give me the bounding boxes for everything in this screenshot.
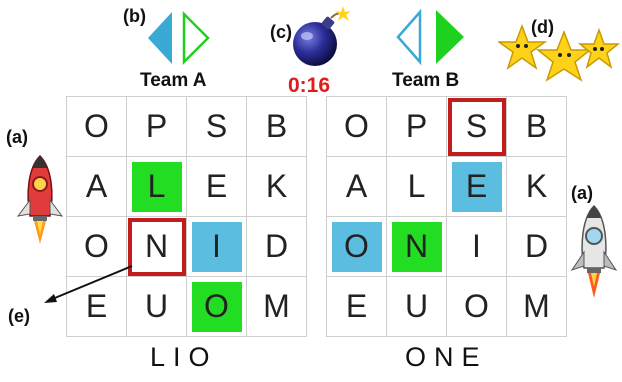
grid-cell[interactable]: E xyxy=(327,277,387,337)
grid-cell[interactable]: I xyxy=(447,217,507,277)
selected-tile-blue xyxy=(192,222,242,272)
selection-cursor xyxy=(128,218,186,276)
pointer-arrow-icon xyxy=(44,265,133,303)
grid-letter: S xyxy=(465,108,488,144)
label-e: (e) xyxy=(8,306,30,326)
right-arrow-filled-icon xyxy=(436,10,464,64)
grid-letter: S xyxy=(205,108,228,144)
grid-cell[interactable]: K xyxy=(247,157,307,217)
team-a-title: Team A xyxy=(140,70,207,91)
team-a-turn-arrows xyxy=(148,10,210,66)
selected-tile-green xyxy=(132,162,182,212)
grid-cell[interactable]: E xyxy=(447,157,507,217)
grid-letter: O xyxy=(344,108,369,144)
grid-cell[interactable]: U xyxy=(387,277,447,337)
grid-letter: E xyxy=(465,168,488,204)
selection-cursor xyxy=(448,98,506,156)
grid-letter: E xyxy=(85,288,108,324)
grid-cell[interactable]: O xyxy=(327,97,387,157)
grid-cell[interactable]: E xyxy=(187,157,247,217)
grid-cell[interactable]: M xyxy=(247,277,307,337)
team-b-title: Team B xyxy=(392,70,460,91)
grid-cell[interactable]: O xyxy=(327,217,387,277)
grid-cell[interactable]: D xyxy=(507,217,567,277)
grid-cell[interactable]: B xyxy=(247,97,307,157)
grid-letter: N xyxy=(404,228,429,264)
grid-letter: A xyxy=(345,168,368,204)
grid-letter: U xyxy=(404,288,429,324)
grid-letter: I xyxy=(212,228,221,264)
grid-cell[interactable]: D xyxy=(247,217,307,277)
grid-cell[interactable]: O xyxy=(187,277,247,337)
grid-letter: M xyxy=(263,288,290,324)
grid-cell[interactable]: O xyxy=(67,97,127,157)
silver-rocket-icon xyxy=(570,204,618,298)
red-rocket-icon xyxy=(16,154,64,244)
grid-cell[interactable]: S xyxy=(187,97,247,157)
grid-letter: L xyxy=(147,168,166,204)
grid-letter: E xyxy=(345,288,368,324)
grid-letter: E xyxy=(205,168,228,204)
grid-letter: K xyxy=(525,168,548,204)
grid-letter: O xyxy=(204,288,229,324)
grid-cell[interactable]: E xyxy=(67,277,127,337)
label-c: (c) xyxy=(270,22,292,42)
team-a-word: LIO xyxy=(150,342,218,372)
label-a-right: (a) xyxy=(571,183,593,203)
grid-letter: O xyxy=(464,288,489,324)
grid-cell[interactable]: O xyxy=(447,277,507,337)
team-b-word: ONE xyxy=(405,342,488,372)
grid-cell[interactable]: A xyxy=(67,157,127,217)
grid-cell[interactable]: U xyxy=(127,277,187,337)
selected-tile-green xyxy=(192,282,242,332)
selected-tile-blue xyxy=(332,222,382,272)
stars-icon xyxy=(498,23,620,82)
label-d: (d) xyxy=(531,17,554,37)
countdown-timer: 0:16 xyxy=(288,74,331,97)
selected-tile-blue xyxy=(452,162,502,212)
grid-letter: L xyxy=(407,168,426,204)
grid-cell[interactable]: N xyxy=(387,217,447,277)
grid-cell[interactable]: A xyxy=(327,157,387,217)
grid-letter: P xyxy=(405,108,428,144)
grid-letter: O xyxy=(84,108,109,144)
label-a-left: (a) xyxy=(6,127,28,147)
grid-letter: K xyxy=(265,168,288,204)
grid-letter: A xyxy=(85,168,108,204)
label-b: (b) xyxy=(123,6,146,26)
grid-letter: O xyxy=(84,228,109,264)
grid-cell[interactable]: N xyxy=(127,217,187,277)
grid-letter: D xyxy=(524,228,549,264)
grid-letter: N xyxy=(144,228,169,264)
grid-cell[interactable]: O xyxy=(67,217,127,277)
left-arrow-filled-icon xyxy=(148,12,172,64)
team-b-turn-arrows xyxy=(396,8,464,66)
grid-letter: I xyxy=(472,228,481,264)
grid-cell[interactable]: P xyxy=(387,97,447,157)
bomb-icon xyxy=(293,6,351,66)
selected-tile-green xyxy=(392,222,442,272)
grid-letter: P xyxy=(145,108,168,144)
grid-letter: B xyxy=(525,108,548,144)
grid-letter: O xyxy=(344,228,369,264)
grid-cell[interactable]: L xyxy=(127,157,187,217)
grid-cell[interactable]: B xyxy=(507,97,567,157)
left-arrow-outline-icon xyxy=(396,8,422,66)
grid-cell[interactable]: S xyxy=(447,97,507,157)
grid-cell[interactable]: P xyxy=(127,97,187,157)
grid-cell[interactable]: K xyxy=(507,157,567,217)
grid-cell[interactable]: I xyxy=(187,217,247,277)
grid-letter: D xyxy=(264,228,289,264)
right-arrow-outline-icon xyxy=(182,10,210,66)
grid-letter: U xyxy=(144,288,169,324)
grid-cell[interactable]: L xyxy=(387,157,447,217)
grid-letter: M xyxy=(523,288,550,324)
grid-letter: B xyxy=(265,108,288,144)
grid-cell[interactable]: M xyxy=(507,277,567,337)
